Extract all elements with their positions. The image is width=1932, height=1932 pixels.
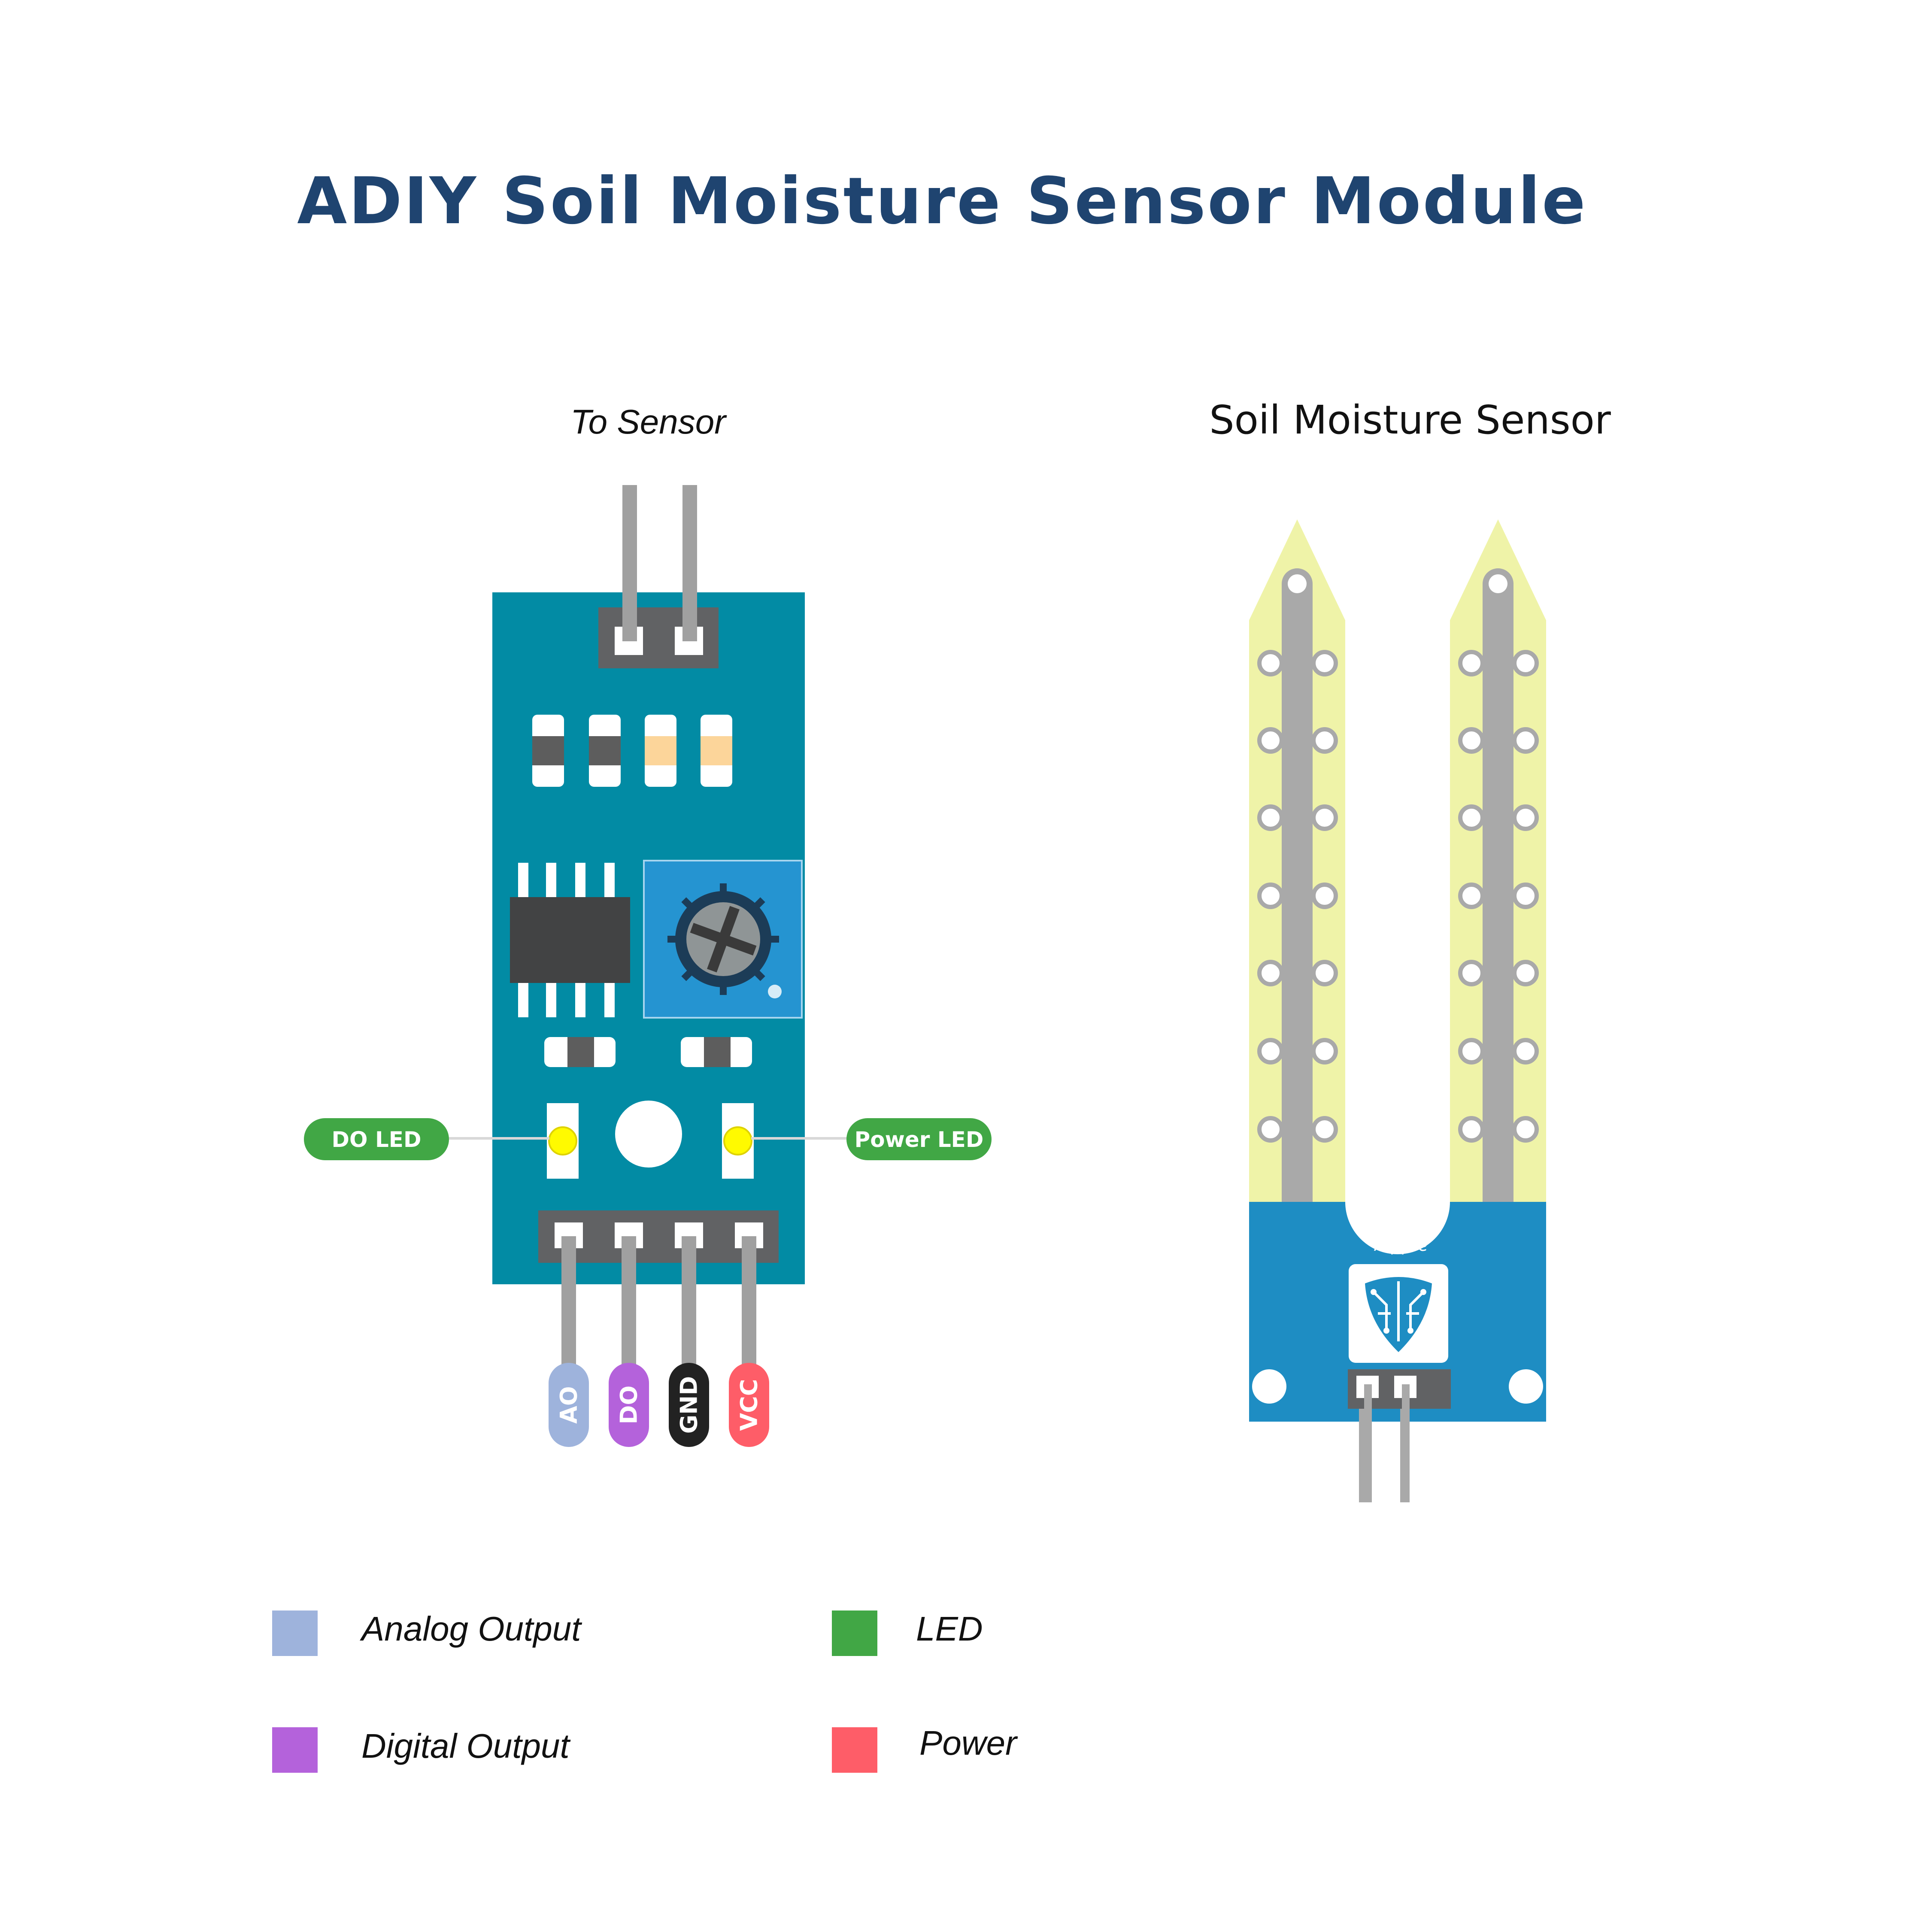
pin-gnd-pill	[669, 1363, 709, 1447]
pin-ao-pill	[549, 1363, 589, 1447]
top-wire-1-end	[622, 485, 637, 641]
power-led-callout-pill	[846, 1118, 992, 1160]
probe-lead-1-end	[1364, 1384, 1372, 1502]
probe-brand-text: adiy	[1368, 1237, 1428, 1257]
smd-row	[532, 715, 732, 787]
resistor-3-body	[567, 1037, 594, 1067]
legend-swatch-led	[832, 1611, 877, 1656]
capacitor-1-body	[645, 736, 676, 765]
legend-label-analog: Analog Output	[360, 1610, 582, 1648]
probe-trace-left	[1282, 584, 1313, 1202]
legend-item-analog-output: Analog Output	[272, 1610, 582, 1656]
to-sensor-label: To Sensor	[570, 403, 727, 441]
do-led-callout-label: DO LED	[332, 1127, 422, 1152]
probe-mount-hole-left	[1252, 1369, 1286, 1404]
power-led-callout-label: Power LED	[855, 1127, 984, 1152]
legend-swatch-digital	[272, 1727, 318, 1773]
probe-mount-hole-right	[1509, 1369, 1543, 1404]
diagram-title: ADIY Soil Moisture Sensor Module	[297, 164, 1587, 239]
probe-trace-right	[1483, 584, 1513, 1202]
legend-label-digital: Digital Output	[361, 1727, 570, 1765]
pin-wire-vcc	[742, 1236, 756, 1374]
legend-label-led: LED	[916, 1610, 983, 1648]
pin-wire-gnd	[682, 1236, 696, 1374]
resistor-4-body	[704, 1037, 731, 1067]
pin-ao: AO	[549, 1363, 589, 1447]
pin-do-label: DO	[616, 1386, 643, 1425]
adiy-logo	[1349, 1264, 1448, 1363]
power-led-callout: Power LED	[846, 1118, 992, 1160]
knob-slot-2	[690, 923, 757, 955]
legend-swatch-analog	[272, 1611, 318, 1656]
potentiometer	[643, 860, 803, 1019]
pin-vcc: VCC	[729, 1363, 769, 1447]
comparator-chip	[510, 863, 630, 1017]
chip-body	[510, 897, 630, 983]
soil-sensor-label: Soil Moisture Sensor	[1209, 397, 1611, 443]
probe-lead-2-end	[1402, 1384, 1410, 1502]
resistor-1-body	[532, 736, 564, 765]
potentiometer-dot	[768, 985, 782, 998]
pin-vcc-pill	[729, 1363, 769, 1447]
resistor-2-body	[589, 736, 621, 765]
power-led	[723, 1126, 752, 1156]
legend-item-digital-output: Digital Output	[272, 1727, 570, 1773]
pin-do-pill	[609, 1363, 649, 1447]
pin-ao-label: AO	[555, 1386, 582, 1424]
top-wire-2-end	[682, 485, 697, 641]
do-led	[548, 1126, 577, 1156]
legend-label-power: Power	[919, 1724, 1018, 1762]
pin-gnd-label: GND	[676, 1376, 703, 1434]
pin-gnd: GND	[669, 1363, 709, 1447]
pin-wire-do	[622, 1236, 636, 1374]
probe-via-holes	[1257, 650, 1539, 1143]
soil-moisture-probe: Soil Moisture Sensor adiy	[1209, 397, 1611, 1502]
legend-swatch-power	[832, 1727, 877, 1773]
pin-vcc-label: VCC	[736, 1379, 763, 1431]
do-led-callout-pill	[304, 1118, 449, 1160]
pin-wire-ao	[561, 1236, 576, 1374]
legend-item-power: Power	[832, 1724, 1018, 1773]
do-led-callout: DO LED	[304, 1118, 449, 1160]
mounting-hole	[615, 1101, 682, 1168]
capacitor-2-body	[701, 736, 732, 765]
legend-item-led: LED	[832, 1610, 983, 1656]
pin-do: DO	[609, 1363, 649, 1447]
sensor-module: To Sensor	[304, 403, 992, 1447]
legend: Analog Output LED Digital Output Power	[272, 1610, 1018, 1773]
probe-trace-left-hole	[1288, 574, 1307, 593]
probe-trace-right-hole	[1489, 574, 1507, 593]
